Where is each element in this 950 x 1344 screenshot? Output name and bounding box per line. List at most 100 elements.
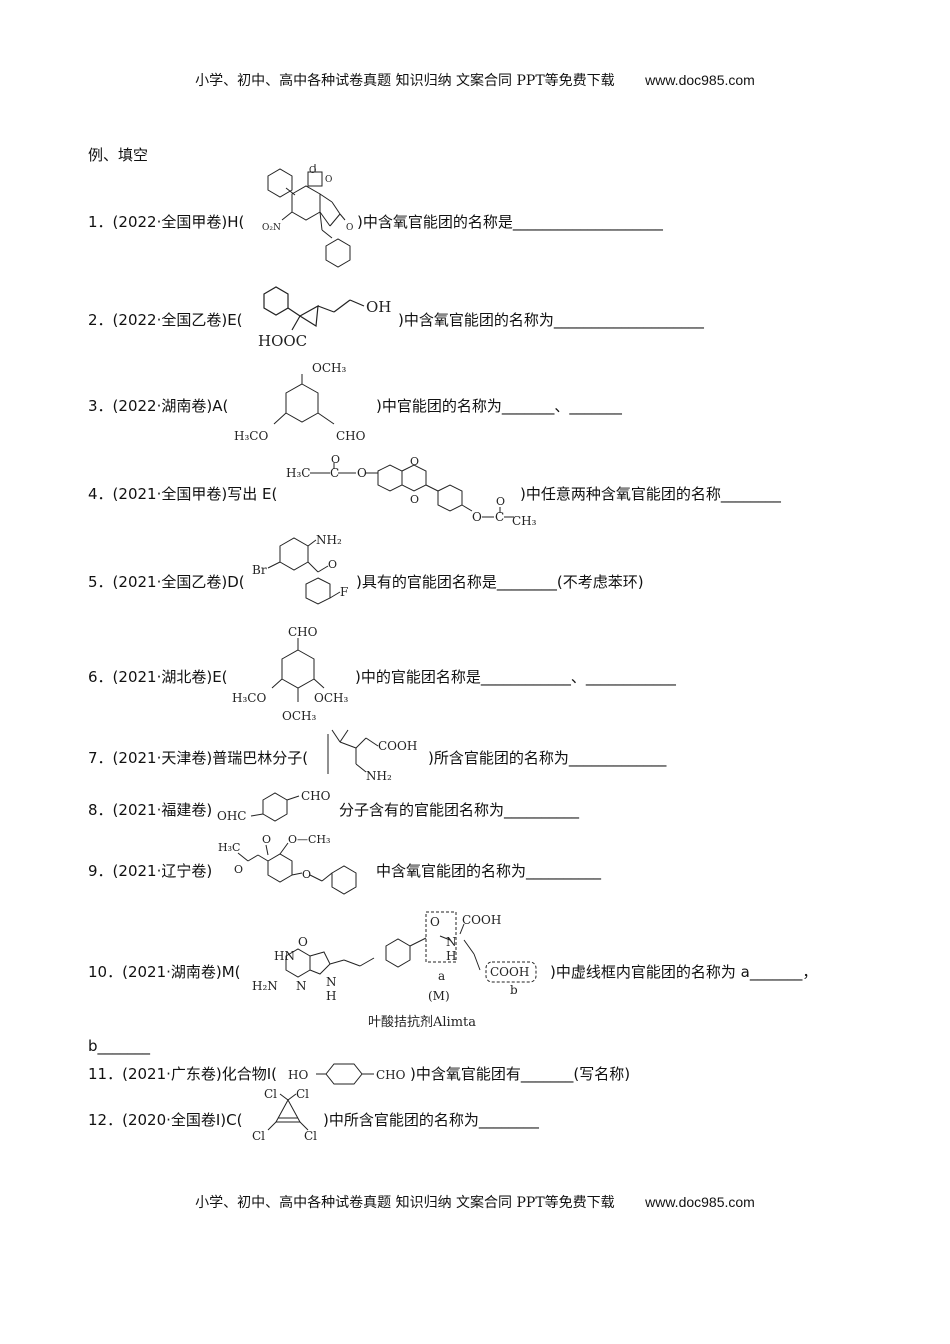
question-3: 3．(2022·湖南卷)A( [88,396,228,416]
question-number: 1． [88,213,113,231]
question-4: 4．(2021·全国甲卷)写出 E( [88,484,277,504]
structure-q2: OH HOOC [254,282,399,352]
footer-site: www.doc985.com [645,1194,755,1210]
footer-text: 小学、初中、高中各种试卷真题 知识归纳 文案合同 PPT等免费下载 [195,1195,615,1211]
atom-label: H₂N [252,979,278,993]
atom-label: O [410,493,419,506]
question-number: 7． [88,749,113,767]
structure-q10: O COOH N H a COOH b (M) O HN H₂N N N H 叶… [250,908,550,1034]
question-7-suffix: )所含官能团的名称为_____________ [428,749,667,767]
atom-label: O [357,466,367,480]
question-10-suffix: )中虚线框内官能团的名称为 a_______， [550,963,818,981]
atom-label: C [495,510,504,524]
atom-label: Cl [296,1087,309,1101]
atom-label: O [346,223,353,233]
structure-q5: NH₂ Br O F [252,532,362,614]
question-number: 6． [88,668,113,686]
atom-label: O₂N [262,223,281,233]
question-number: 5． [88,573,113,591]
question-number: 4． [88,485,113,503]
atom-label: (M) [428,989,450,1003]
question-prefix: (2022·全国乙卷)E( [112,311,243,329]
question-number: 10． [88,963,123,981]
atom-label: OH [366,298,391,316]
question-5-suffix: )具有的官能团名称是________(不考虑苯环) [356,573,644,591]
atom-label: H₃C [286,466,310,480]
atom-label: O [302,868,311,881]
atom-label: CHO [336,429,366,443]
atom-label: C [330,466,339,480]
atom-label: b [510,983,518,997]
atom-label: OHC [217,809,246,823]
atom-label: CH₃ [512,514,537,528]
atom-label: Cl [264,1087,277,1101]
atom-label: NH₂ [316,533,342,547]
question-12: 12．(2020·全国卷Ⅰ)C( [88,1110,243,1130]
question-prefix: (2022·全国甲卷)H( [112,213,245,231]
atom-label: F [340,585,348,599]
atom-label: HOOC [258,332,307,350]
question-7: 7．(2021·天津卷)普瑞巴林分子( [88,748,308,768]
atom-label: Cl [252,1129,265,1143]
question-prefix: (2021·广东卷)化合物Ⅰ( [122,1065,278,1083]
question-number: 11． [88,1065,123,1083]
atom-label: O [325,175,332,185]
question-11: 11．(2021·广东卷)化合物Ⅰ( [88,1064,277,1084]
question-number: 9． [88,862,113,880]
atom-label: OCH₃ [312,361,346,375]
atom-label: COOH [462,913,501,927]
atom-label: H₃CO [232,691,266,705]
atom-label: O [234,863,243,876]
question-3-suffix: )中官能团的名称为_______、_______ [376,397,622,415]
question-number: 2． [88,311,113,329]
atom-label: O [331,453,340,466]
atom-label: N [296,979,307,993]
atom-label: OCH₃ [282,709,316,723]
question-12-suffix: )中所含官能团的名称为________ [323,1111,539,1129]
question-prefix: (2020·全国卷Ⅰ)C( [122,1111,243,1129]
structure-q3: OCH₃ H₃CO CHO [232,356,382,448]
question-2: 2．(2022·全国乙卷)E( [88,310,243,330]
atom-label: O [496,495,505,508]
atom-label: Br [252,563,267,577]
question-6: 6．(2021·湖北卷)E( [88,667,228,687]
structure-q11: HO CHO [286,1058,416,1090]
atom-label: H [446,949,456,963]
atom-label: H [326,989,336,1003]
header-text: 小学、初中、高中各种试卷真题 知识归纳 文案合同 PPT等免费下载 [195,73,615,89]
structure-q4: H₃C C O O O O O C O CH₃ [286,453,537,530]
atom-label: N [446,935,457,949]
question-number: 3． [88,397,113,415]
structure-q8: OHC CHO [217,786,342,828]
atom-label: OCH₃ [314,691,348,705]
question-11-suffix: )中含氧官能团有_______(写名称) [410,1065,631,1083]
question-prefix: (2021·辽宁卷) [112,862,213,880]
question-9-suffix: 中含氧官能团的名称为__________ [376,862,602,880]
question-5: 5．(2021·全国乙卷)D( [88,572,245,592]
atom-label: NH₂ [366,769,392,783]
atom-label: O [328,558,337,571]
structure-q1: O O O O₂N [250,158,360,273]
question-prefix: (2021·湖北卷)E( [112,668,228,686]
header-site: www.doc985.com [645,72,755,88]
page-footer: 小学、初中、高中各种试卷真题 知识归纳 文案合同 PPT等免费下载 www.do… [0,1192,950,1212]
question-10-continued: b_______ [88,1037,151,1055]
atom-label: CHO [288,625,318,639]
question-10: 10．(2021·湖南卷)M( [88,962,241,982]
atom-label: H₃C [218,841,240,854]
structure-caption: 叶酸拮抗剂Alimta [368,1015,476,1030]
question-number: 8． [88,801,113,819]
section-intro: 例、填空 [88,146,149,164]
question-1-suffix: )中含氧官能团的名称是____________________ [357,213,663,231]
atom-label: O [262,833,271,846]
page-header: 小学、初中、高中各种试卷真题 知识归纳 文案合同 PPT等免费下载 www.do… [0,70,950,90]
atom-label: COOH [378,739,417,753]
question-prefix: (2021·全国甲卷)写出 E( [112,485,278,503]
atom-label: CHO [301,789,331,803]
question-8: 8．(2021·福建卷) [88,800,212,820]
atom-label: O [472,510,482,524]
question-1: 1．(2022·全国甲卷)H( [88,212,244,232]
atom-label: a [438,969,445,983]
atom-label: O [430,915,440,929]
question-prefix: (2021·全国乙卷)D( [112,573,245,591]
